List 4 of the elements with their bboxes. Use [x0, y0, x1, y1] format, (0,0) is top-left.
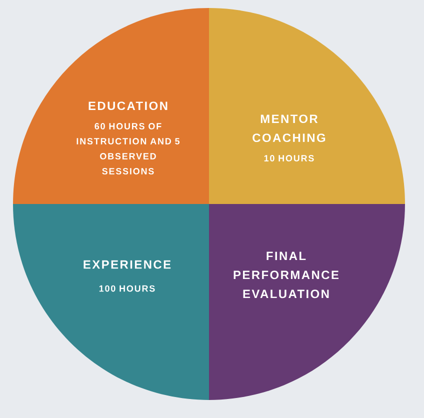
quadrant-segment: MENTOR COACHING 10 HOURS — [209, 8, 405, 204]
quadrant-segment: FINAL PERFORMANCE EVALUATION — [209, 204, 405, 400]
quadrant-segment: EXPERIENCE 100 HOURS — [13, 204, 209, 400]
quadrant-segment: EDUCATION 60 HOURS OF INSTRUCTION AND 5 OBSERVED SESSIONS — [13, 8, 209, 204]
